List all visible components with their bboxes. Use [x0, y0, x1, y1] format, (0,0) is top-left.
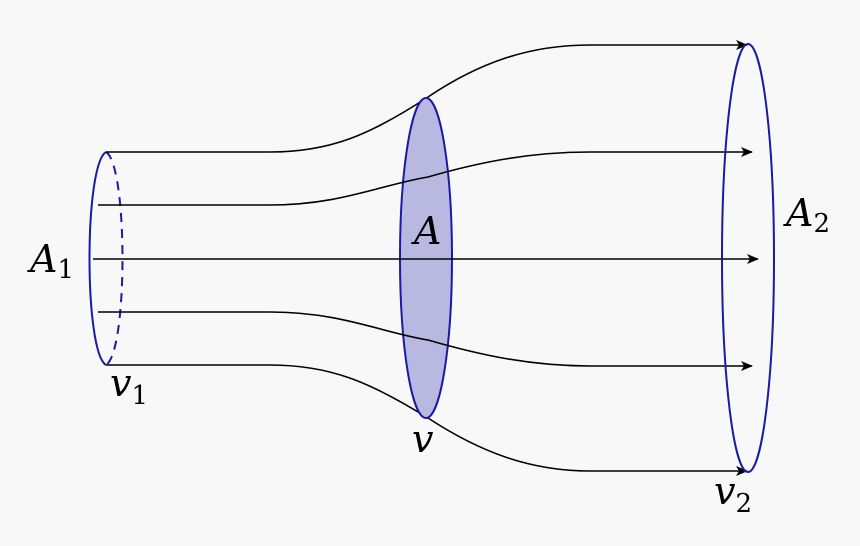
label-v2: v2: [714, 469, 752, 519]
streamline-lower: [98, 311, 753, 371]
outlet-ellipse: [721, 43, 775, 473]
label-a2: A2: [783, 191, 830, 239]
tube-top-boundary: [106, 40, 748, 153]
label-v: v: [412, 417, 434, 461]
label-v1: v1: [110, 361, 148, 411]
label-a: A: [411, 209, 441, 253]
streamline-upper: [98, 147, 753, 206]
inlet-ellipse-front: [88, 151, 107, 366]
middle-cross-section-disc: [399, 97, 453, 419]
label-a1: A1: [27, 237, 74, 285]
